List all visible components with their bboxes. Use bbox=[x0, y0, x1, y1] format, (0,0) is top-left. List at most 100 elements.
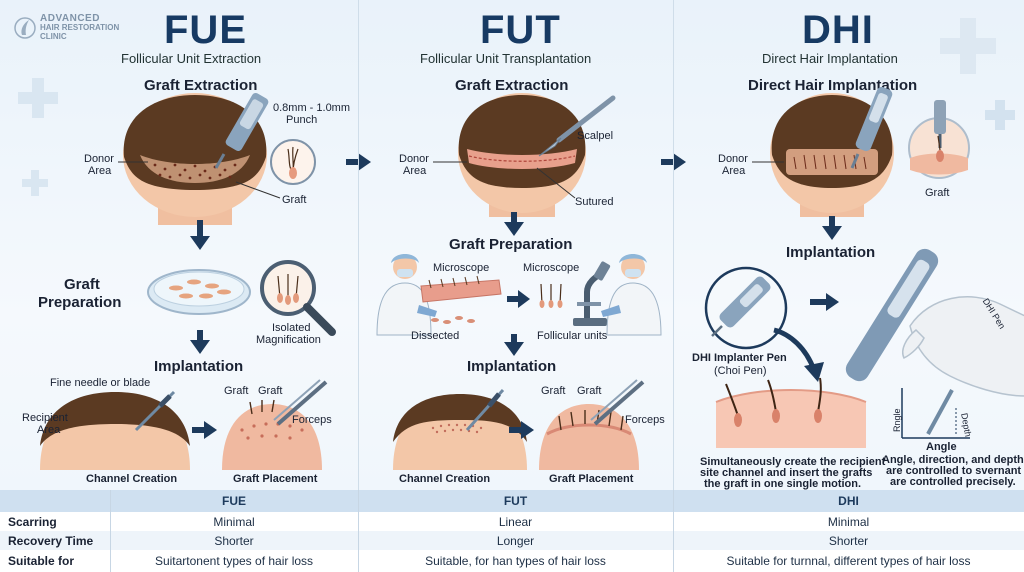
forceps-icon bbox=[273, 379, 328, 426]
table-divider bbox=[358, 490, 359, 572]
dhi-desc-2: site channel and insert the grafts bbox=[700, 467, 873, 479]
fut-donor-label: Donor bbox=[399, 153, 429, 165]
dhi-head-illustration bbox=[770, 93, 894, 217]
technician-right-illustration bbox=[601, 254, 662, 336]
forceps-icon bbox=[590, 379, 645, 426]
technician-left-illustration bbox=[376, 254, 437, 336]
fut-forceps-label: Forceps bbox=[625, 414, 665, 426]
fue-donor-label: Donor bbox=[84, 153, 114, 165]
fut-step-extraction: Graft Extraction bbox=[455, 77, 569, 94]
scalpel-label: Scalpel bbox=[577, 130, 614, 142]
angle-desc-3: are controlled precisely. bbox=[890, 476, 1016, 488]
decor-cross-icon bbox=[940, 18, 996, 74]
angle-diagram-icon bbox=[901, 388, 970, 439]
sutured-pointer bbox=[536, 167, 576, 199]
dhi-step-implantation: Implantation bbox=[786, 244, 876, 261]
fue-step-prep-1: Graft bbox=[64, 276, 100, 293]
dhi-area-label: Area bbox=[722, 165, 746, 177]
row-label: Scarring bbox=[8, 514, 57, 529]
fut-area-label: Area bbox=[403, 165, 427, 177]
microscope-label-2: Microscope bbox=[523, 262, 580, 274]
fue-graft-label: Graft bbox=[282, 194, 307, 206]
gloved-hand-pen-illustration bbox=[832, 248, 1024, 419]
table-row: Suitable for Suitartonent types of hair … bbox=[0, 550, 1024, 572]
dhi-desc-1: Simultaneously create the recipient bbox=[700, 456, 886, 468]
row-label: Recovery Time bbox=[8, 533, 94, 548]
choi-pen-label: (Choi Pen) bbox=[714, 365, 767, 377]
fut-subtitle: Follicular Unit Transplantation bbox=[420, 51, 592, 66]
decor-cross-icon bbox=[18, 78, 58, 118]
logo-line2: HAIR RESTORATION bbox=[40, 23, 120, 32]
graft-magnifier-icon bbox=[270, 139, 316, 185]
fut-panel: FUT Follicular Unit Transplantation Graf… bbox=[358, 0, 673, 490]
needle-label: Fine needle or blade bbox=[50, 377, 151, 389]
fue-head-illustration bbox=[123, 93, 267, 225]
arrow-right-icon bbox=[507, 290, 530, 308]
angle-desc-2: are controlled to svernant bbox=[886, 465, 1022, 477]
arrow-right-icon bbox=[192, 421, 217, 439]
table-divider bbox=[673, 490, 674, 572]
dissected-grafts-icon bbox=[431, 316, 475, 324]
needle-icon bbox=[134, 390, 176, 432]
arrow-down-icon bbox=[504, 212, 524, 236]
dhi-graft-label: Graft bbox=[925, 187, 950, 199]
recipient-area-label: Area bbox=[37, 424, 61, 436]
fut-graft-a: Graft bbox=[541, 385, 566, 397]
skin-section-illustration bbox=[715, 377, 867, 448]
implanter-pen-label: DHI Implanter Pen bbox=[692, 352, 787, 364]
comparison-table: FUE FUT DHI Scarring Minimal Linear Mini… bbox=[0, 490, 1024, 572]
arrow-right-icon bbox=[346, 153, 371, 171]
table-divider bbox=[110, 490, 111, 572]
fue-graft-pointer bbox=[235, 181, 281, 199]
arrow-down-icon bbox=[504, 334, 524, 356]
fut-step-prep: Graft Preparation bbox=[449, 236, 573, 253]
implanter-pen-closeup-icon bbox=[704, 266, 788, 350]
petri-dish-icon bbox=[147, 269, 251, 315]
dhi-donor-pointer bbox=[752, 161, 784, 163]
cell-dhi: Shorter bbox=[828, 533, 869, 548]
fue-area-label: Area bbox=[88, 165, 112, 177]
decor-cross-icon bbox=[985, 100, 1015, 130]
cell-fue: Suitartonent types of hair loss bbox=[154, 554, 314, 568]
isolated-label: Isolated bbox=[272, 322, 311, 334]
needle-icon bbox=[465, 388, 505, 432]
magnifying-glass-icon bbox=[260, 260, 336, 336]
magnification-label: Magnification bbox=[256, 334, 321, 346]
fut-channel-head bbox=[393, 394, 527, 470]
table-header-fue: FUE bbox=[222, 494, 246, 508]
logo-icon bbox=[14, 16, 36, 39]
fue-donor-pointer bbox=[118, 161, 148, 163]
decor-cross-icon bbox=[22, 170, 48, 196]
dhi-donor-label: Donor bbox=[718, 153, 748, 165]
cell-dhi: Minimal bbox=[827, 514, 870, 529]
fue-step-prep-2: Preparation bbox=[38, 294, 122, 311]
cell-fut: Longer bbox=[496, 533, 535, 548]
cell-fue: Shorter bbox=[214, 533, 254, 548]
fue-panel: FUE Follicular Unit Extraction Graft Ext… bbox=[0, 0, 358, 490]
dhi-step-direct: Direct Hair Implantation bbox=[748, 77, 918, 94]
fue-subtitle: Follicular Unit Extraction bbox=[121, 51, 262, 66]
row-label: Suitable for bbox=[8, 554, 75, 568]
dhi-panel: DHI Direct Hair Implantation Direct Hair… bbox=[673, 0, 1024, 490]
arrow-right-icon bbox=[509, 421, 534, 439]
table-header-fut: FUT bbox=[503, 494, 528, 508]
table-header-row: FUE FUT DHI bbox=[0, 490, 1024, 512]
angle-axis-label: Rngle bbox=[892, 408, 902, 432]
fue-channel-caption: Channel Creation bbox=[86, 473, 178, 485]
fut-placement-head bbox=[539, 404, 639, 470]
arrow-down-icon bbox=[190, 330, 210, 354]
punch-tool-icon bbox=[214, 92, 269, 169]
fut-graft-b: Graft bbox=[577, 385, 602, 397]
angle-label: Angle bbox=[926, 441, 957, 453]
table-row: Scarring Minimal Linear Minimal bbox=[0, 512, 1024, 531]
cell-fut: Linear bbox=[498, 514, 533, 529]
sutured-label: Sutured bbox=[575, 196, 614, 208]
microscope-label-1: Microscope bbox=[433, 262, 490, 274]
arrow-right-icon bbox=[810, 293, 839, 311]
dhi-graft-closeup-icon bbox=[908, 100, 970, 179]
dissected-label: Dissected bbox=[411, 330, 460, 342]
clinic-logo: ADVANCED HAIR RESTORATION CLINIC bbox=[14, 14, 119, 41]
cell-fue: Minimal bbox=[213, 514, 255, 529]
cell-dhi: Suitable for turnnal, different types of… bbox=[726, 554, 971, 568]
microscope-icon bbox=[573, 261, 611, 326]
